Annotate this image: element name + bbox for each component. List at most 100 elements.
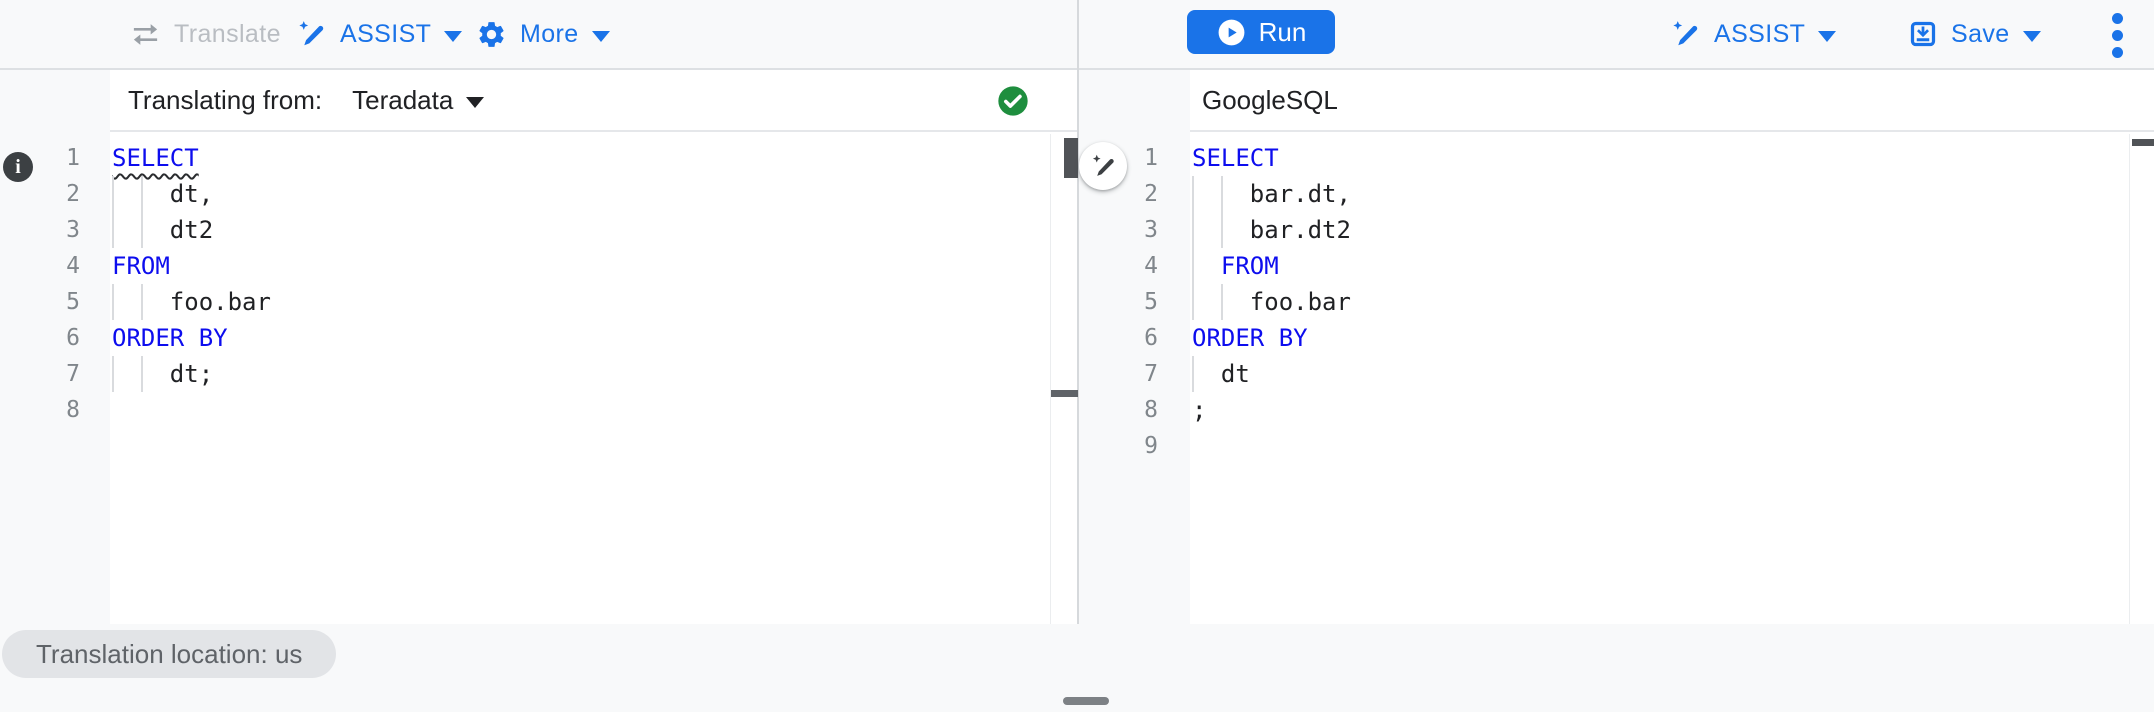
indent-guide-line: [1192, 248, 1194, 284]
pane-divider[interactable]: [1077, 0, 1079, 624]
assist-button-left[interactable]: ASSIST: [296, 0, 463, 68]
source-dialect-value: Teradata: [352, 84, 454, 115]
code-line: 2 bar.dt,: [1079, 176, 2154, 212]
line-number: 1: [66, 145, 80, 171]
code-line-text[interactable]: FROM: [110, 248, 1077, 284]
overview-ruler-marker: [1051, 390, 1078, 397]
indent-guide-line: [140, 212, 143, 248]
indent-guide-line: [140, 176, 143, 212]
line-number: 8: [66, 397, 80, 423]
more-button[interactable]: More: [476, 0, 610, 68]
indent-guide-line: [112, 356, 114, 392]
code-line-text[interactable]: dt,: [110, 176, 1077, 212]
assist-button-right[interactable]: ASSIST: [1670, 0, 1837, 68]
indent-guide-line: [1192, 176, 1194, 212]
more-label: More: [520, 19, 579, 48]
code-line-text[interactable]: foo.bar: [1190, 284, 2154, 320]
code-line-text[interactable]: [110, 392, 1077, 428]
save-button[interactable]: Save: [1908, 0, 2041, 68]
kebab-dot: [2111, 29, 2123, 41]
source-dialect-dropdown[interactable]: Teradata: [352, 84, 485, 116]
line-number: 9: [1144, 433, 1158, 459]
code-line: 3 bar.dt2: [1079, 212, 2154, 248]
translate-button[interactable]: Translate: [130, 0, 281, 68]
sql-keyword: FROM: [1220, 252, 1279, 280]
translation-success-icon: [998, 86, 1028, 116]
ai-edit-pen-button[interactable]: [1079, 142, 1127, 190]
code-line-text[interactable]: ORDER BY: [1190, 320, 2154, 356]
code-line: 2 dt,: [0, 176, 1077, 212]
sql-token: foo.bar: [112, 288, 271, 316]
line-number: 2: [66, 181, 80, 207]
sql-token: dt2: [112, 216, 214, 244]
indent-guide-line: [1192, 356, 1194, 392]
play-circle-icon: [1218, 19, 1245, 45]
line-number: 3: [1144, 217, 1158, 243]
code-line: 5 foo.bar: [0, 284, 1077, 320]
sql-token: dt: [1192, 360, 1250, 388]
code-line-text[interactable]: SELECT: [1190, 140, 2154, 176]
save-download-icon: [1910, 21, 1936, 47]
code-line: 4 FROM: [1079, 248, 2154, 284]
translation-location-chip: Translation location: us: [2, 630, 337, 678]
indent-guide-line: [1192, 284, 1194, 320]
code-line: 1 SELECT: [0, 140, 1077, 176]
code-line-text[interactable]: ;: [1190, 392, 2154, 428]
code-line: 7 dt: [1079, 356, 2154, 392]
magic-pen-icon: [1673, 20, 1698, 45]
indent-guide-line: [112, 284, 114, 320]
indent-guide-line: [112, 176, 114, 212]
chevron-down-icon: [2022, 30, 2041, 42]
code-line-text[interactable]: bar.dt,: [1190, 176, 2154, 212]
sql-keyword: FROM: [112, 252, 170, 280]
translation-location-text: Translation location: us: [36, 638, 303, 669]
indent-guide-line: [140, 356, 143, 392]
sql-token: dt;: [112, 360, 214, 388]
indent-guide-line: [1220, 176, 1223, 212]
code-line: 8: [0, 392, 1077, 428]
line-number: 5: [66, 289, 80, 315]
sql-keyword: ORDER BY: [1192, 324, 1308, 352]
indent-guide-line: [140, 284, 143, 320]
code-line-text[interactable]: dt2: [110, 212, 1077, 248]
kebab-dot: [2111, 46, 2123, 58]
code-line-text[interactable]: [1190, 428, 2154, 464]
sql-token: bar.dt,: [1192, 180, 1351, 208]
swap-arrows-icon: [133, 23, 158, 45]
panel-resize-handle[interactable]: [1063, 697, 1109, 705]
code-line: 5 foo.bar: [1079, 284, 2154, 320]
code-line-text[interactable]: dt: [1190, 356, 2154, 392]
sql-keyword: ORDER BY: [112, 324, 228, 352]
scrollbar-track-line: [1050, 134, 1051, 624]
sql-keyword: SELECT: [1192, 144, 1279, 172]
gear-icon: [479, 21, 504, 47]
code-line-text[interactable]: bar.dt2: [1190, 212, 2154, 248]
run-button[interactable]: Run: [1187, 10, 1335, 54]
code-line: 6 ORDER BY: [1079, 320, 2154, 356]
line-number: 4: [1144, 253, 1158, 279]
code-line-text[interactable]: dt;: [110, 356, 1077, 392]
magic-pen-icon: [1092, 154, 1114, 176]
code-line-text[interactable]: FROM: [1190, 248, 2154, 284]
indent-guide-line: [1220, 284, 1223, 320]
code-line-text[interactable]: ORDER BY: [110, 320, 1077, 356]
target-dialect-label: GoogleSQL: [1202, 84, 1338, 115]
line-number: 6: [1144, 325, 1158, 351]
translating-from-label: Translating from:: [128, 84, 323, 115]
line-number: 2: [1144, 181, 1158, 207]
chevron-down-icon: [1818, 30, 1837, 42]
left-editor-vertical-scrollbar-thumb[interactable]: [1064, 138, 1078, 178]
info-icon[interactable]: i: [3, 152, 33, 182]
right-editor-scrollbar-thumb[interactable]: [2132, 139, 2154, 146]
code-line-text[interactable]: SELECT: [110, 140, 1077, 176]
code-line-text[interactable]: foo.bar: [110, 284, 1077, 320]
code-line: 9: [1079, 428, 2154, 464]
line-number: 5: [1144, 289, 1158, 315]
kebab-menu-button[interactable]: [2104, 11, 2130, 59]
